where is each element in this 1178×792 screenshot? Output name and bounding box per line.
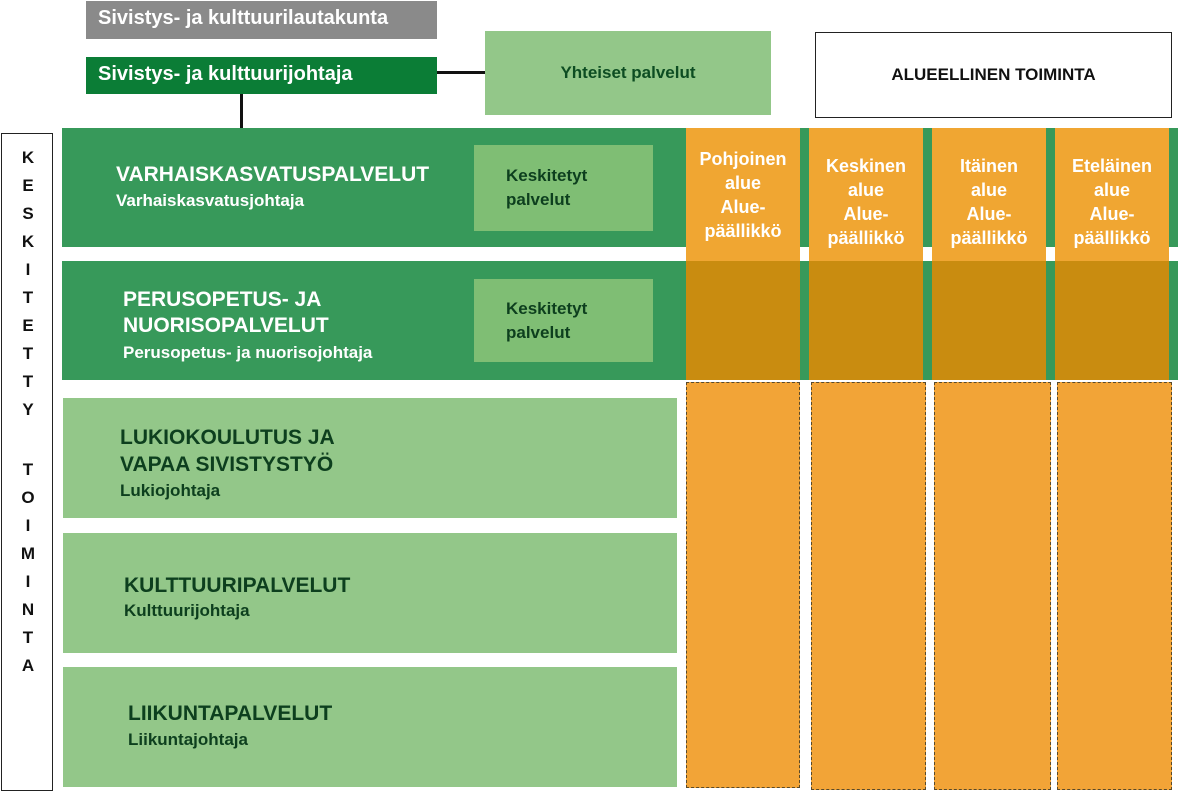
central-line: palvelut xyxy=(506,190,571,209)
letter: S xyxy=(22,204,34,223)
letter: A xyxy=(21,656,35,675)
region-line: Alue- xyxy=(720,196,766,217)
upper-secondary-row xyxy=(63,398,677,518)
region-north-header: Pohjoinen alue Alue- päällikkö xyxy=(686,128,800,261)
basic-education-director: Perusopetus- ja nuorisojohtaja xyxy=(123,343,373,362)
region-line: päällikkö xyxy=(704,220,782,241)
letter: T xyxy=(22,372,34,391)
region-line: alue xyxy=(847,179,885,200)
region-line: alue xyxy=(724,172,762,193)
region-south-header: Eteläinen alue Alue- päällikkö xyxy=(1055,128,1169,261)
letter: O xyxy=(21,488,35,507)
region-line: Eteläinen xyxy=(1071,155,1153,176)
letter: I xyxy=(25,572,31,591)
early-education-title: VARHAISKASVATUSPALVELUT xyxy=(116,163,430,186)
letter: K xyxy=(21,232,35,251)
region-line: päällikkö xyxy=(950,227,1028,248)
letter: E xyxy=(22,176,34,195)
region-central-dashed xyxy=(811,382,926,790)
region-line: Alue- xyxy=(843,203,889,224)
letter: T xyxy=(22,344,34,363)
shared-services-box: Yhteiset palvelut xyxy=(485,31,771,115)
director-box: Sivistys- ja kulttuurijohtaja xyxy=(86,57,437,94)
letter: M xyxy=(20,544,36,563)
region-north-dashed xyxy=(686,382,800,788)
culture-title: KULTTUURIPALVELUT xyxy=(124,574,351,597)
region-line: Keskinen xyxy=(825,155,907,176)
region-line: päällikkö xyxy=(1073,227,1151,248)
letter: K xyxy=(21,148,35,167)
basic-education-central-services: Keskitetyt palvelut xyxy=(474,279,653,362)
region-line: Pohjoinen xyxy=(699,148,787,169)
basic-education-title-line1: PERUSOPETUS- JA xyxy=(123,288,322,311)
connector-line-horizontal xyxy=(437,71,485,74)
central-line: palvelut xyxy=(506,322,571,342)
letter: E xyxy=(22,316,34,335)
letter: I xyxy=(25,516,31,535)
letter: I xyxy=(25,260,31,279)
sports-title: LIIKUNTAPALVELUT xyxy=(128,702,333,725)
early-education-director: Varhaiskasvatusjohtaja xyxy=(116,191,305,210)
region-east-header: Itäinen alue Alue- päällikkö xyxy=(932,128,1046,261)
regional-operations-box: ALUEELLINEN TOIMINTA xyxy=(815,32,1172,118)
region-line: alue xyxy=(1093,179,1131,200)
region-central-header: Keskinen alue Alue- päällikkö xyxy=(809,128,923,261)
culture-director: Kulttuurijohtaja xyxy=(124,601,250,620)
letter: Y xyxy=(22,400,34,419)
letter: T xyxy=(22,288,34,307)
letter: T xyxy=(22,460,34,479)
region-east-dashed xyxy=(934,382,1051,790)
letter: N xyxy=(21,600,35,619)
region-line: päällikkö xyxy=(827,227,905,248)
early-education-central-services: Keskitetyt palvelut xyxy=(474,145,653,231)
upper-secondary-title-line2: VAPAA SIVISTYSTYÖ xyxy=(120,453,334,476)
sports-row xyxy=(63,667,677,787)
sports-director: Liikuntajohtaja xyxy=(128,730,248,749)
board-box: Sivistys- ja kulttuurilautakunta xyxy=(86,1,437,39)
upper-secondary-director: Lukiojohtaja xyxy=(120,481,221,500)
basic-education-title-line2: NUORISOPALVELUT xyxy=(123,314,329,337)
region-line: alue xyxy=(970,179,1008,200)
connector-line-vertical xyxy=(240,94,243,128)
region-south-dashed xyxy=(1057,382,1172,790)
central-line: Keskitetyt xyxy=(506,166,588,185)
culture-row xyxy=(63,533,677,653)
region-line: Alue- xyxy=(1089,203,1135,224)
region-line: Alue- xyxy=(966,203,1012,224)
letter: T xyxy=(22,628,34,647)
central-line: Keskitetyt xyxy=(506,298,588,318)
centralized-operations-label: K E S K I T E T T Y T O I M I N T A xyxy=(1,133,53,791)
upper-secondary-title-line1: LUKIOKOULUTUS JA xyxy=(120,426,335,449)
region-line: Itäinen xyxy=(959,155,1018,176)
